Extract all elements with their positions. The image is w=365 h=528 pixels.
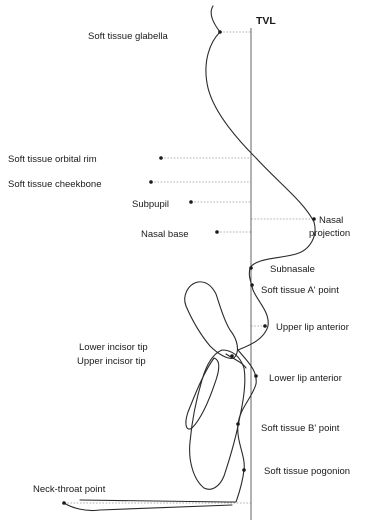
point-pogonion [242, 468, 246, 472]
point-glabella [218, 30, 222, 34]
label-soft-tissue-cheekbone: Soft tissue cheekbone [8, 179, 101, 190]
point-nasal-projection [312, 217, 316, 221]
point-a-point [250, 283, 254, 287]
label-nasal-projection-line1: Nasal [319, 215, 343, 226]
point-neck-throat [62, 501, 66, 505]
label-subpupil: Subpupil [132, 199, 169, 210]
point-incisor-tip [230, 354, 234, 358]
label-lower-incisor-tip: Lower incisor tip [79, 342, 148, 353]
lower-incisor-outline [190, 350, 245, 489]
label-soft-tissue-pogonion: Soft tissue pogonion [264, 466, 350, 477]
label-upper-lip-anterior: Upper lip anterior [276, 322, 349, 333]
label-soft-tissue-a-point: Soft tissue A' point [261, 285, 339, 296]
point-nasal-base [215, 230, 219, 234]
point-cheekbone [149, 180, 153, 184]
point-upper-lip [263, 324, 267, 328]
tvl-label: TVL [256, 15, 276, 27]
upper-incisor-outline [185, 282, 238, 359]
label-soft-tissue-b-point: Soft tissue B' point [261, 423, 340, 434]
label-soft-tissue-glabella: Soft tissue glabella [88, 31, 168, 42]
tooth-root-contour [186, 358, 219, 429]
label-lower-lip-anterior: Lower lip anterior [269, 373, 342, 384]
label-nasal-projection-line2: projection [309, 228, 350, 239]
point-subnasale [249, 266, 253, 270]
label-upper-incisor-tip: Upper incisor tip [77, 356, 146, 367]
label-soft-tissue-orbital-rim: Soft tissue orbital rim [8, 154, 97, 165]
point-b-point [236, 422, 240, 426]
label-nasal-base: Nasal base [141, 229, 189, 240]
label-subnasale: Subnasale [270, 264, 315, 275]
label-neck-throat-point: Neck-throat point [33, 484, 106, 495]
point-subpupil [189, 200, 193, 204]
neck-throat-contour [64, 503, 232, 511]
point-lower-lip [254, 374, 258, 378]
point-orbital-rim [159, 156, 163, 160]
